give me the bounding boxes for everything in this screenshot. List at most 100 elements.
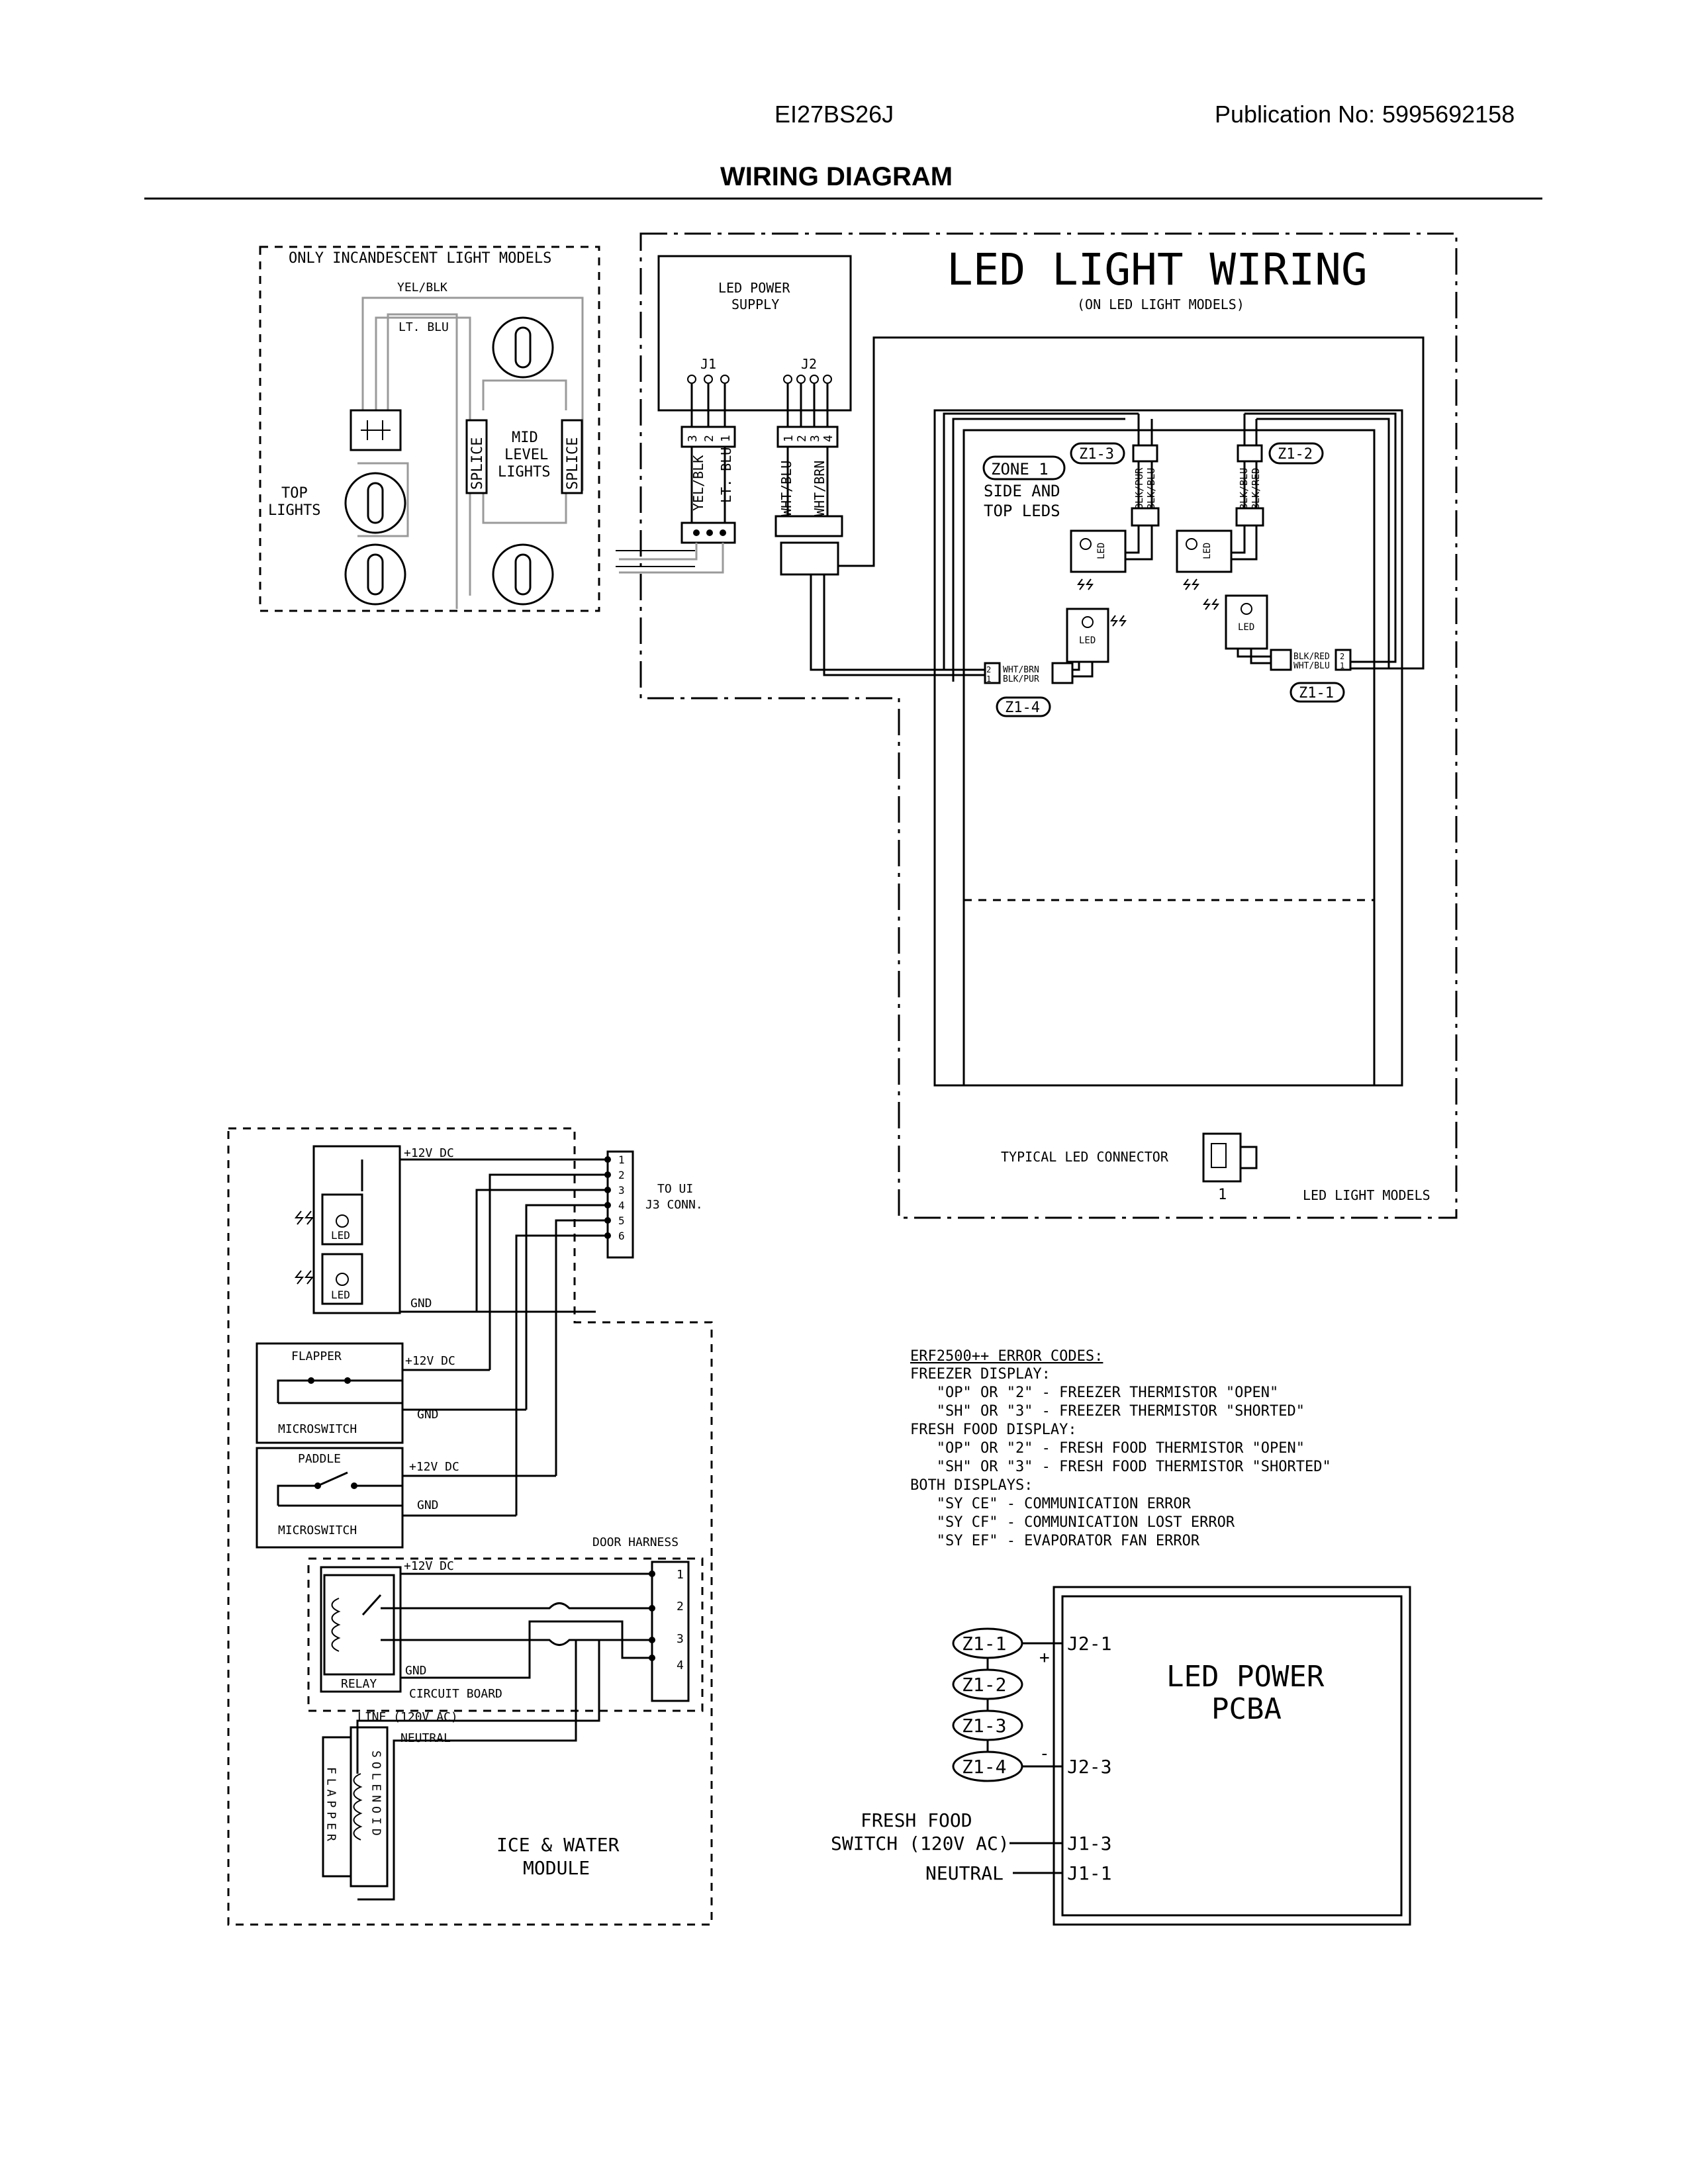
led-wiring-title: LED LIGHT WIRING (947, 244, 1368, 295)
solenoid-vertical-label: SOLENOID (369, 1751, 383, 1840)
mid-level-lights-2: LEVEL (504, 447, 548, 463)
side-top-leds-2: TOP LEDS (984, 502, 1060, 520)
error-code-line-10: "SY EF" - EVAPORATOR FAN ERROR (910, 1533, 1200, 1549)
mid-light-bulb-2 (492, 543, 554, 606)
error-codes-title: ERF2500++ ERROR CODES: (910, 1348, 1103, 1365)
zone-1-label: ZONE 1 (991, 460, 1049, 478)
j2-pins (783, 375, 832, 427)
harness-connector (651, 1561, 690, 1702)
to-ui-label: TO UI (657, 1182, 693, 1196)
j3-conn-label: J3 CONN. (645, 1198, 703, 1212)
error-code-line-1: FREEZER DISPLAY: (910, 1366, 1051, 1383)
z1-1-label: Z1-1 (1299, 685, 1334, 702)
j1-pin-1: 1 (719, 435, 733, 442)
pcba-j1-3: J1-3 (1067, 1833, 1111, 1854)
flapper-vertical-label: FLAPPER (324, 1767, 338, 1845)
page-title: WIRING DIAGRAM (720, 162, 953, 191)
j3-pin-3: 3 (618, 1184, 625, 1197)
door-harness-box (307, 1557, 704, 1712)
wire-label-yel-blk: YEL/BLK (397, 281, 447, 295)
error-code-line-3: "SH" OR "3" - FREEZER THERMISTOR "SHORTE… (910, 1403, 1305, 1420)
z1-3-label: Z1-3 (1079, 446, 1114, 463)
j2-pin-4: 4 (821, 435, 835, 442)
wire-yel-blk: YEL/BLK (690, 455, 706, 511)
j3-pin-4: 4 (618, 1199, 625, 1212)
led-module-z1-4-label: LED (1079, 635, 1096, 646)
j2-lower-connector (774, 515, 843, 537)
flapper-plus12: +12V DC (405, 1354, 455, 1368)
led-module-z1-3 (1070, 529, 1127, 573)
led-module-z1-3-label: LED (1096, 543, 1107, 559)
pcba-j1-1: J1-1 (1067, 1862, 1111, 1884)
harness-pin-3: 3 (677, 1632, 684, 1646)
top-lights-1: TOP (281, 485, 308, 502)
error-code-line-2: "OP" OR "2" - FREEZER THERMISTOR "OPEN" (910, 1385, 1278, 1401)
publication-number: 5995692158 (1382, 101, 1515, 128)
error-code-line-7: BOTH DISPLAYS: (910, 1477, 1033, 1494)
z1-4-label: Z1-4 (1005, 700, 1040, 716)
flapper-microswitch (256, 1342, 404, 1444)
z1-3-connector (1132, 444, 1158, 463)
ice-water-module-2: MODULE (523, 1857, 590, 1879)
zone-1-badge (982, 455, 1066, 480)
error-code-line-6: "SH" OR "3" - FRESH FOOD THERMISTOR "SHO… (910, 1459, 1331, 1475)
door-led-1-label: LED (331, 1229, 350, 1242)
z1-4-wire-blk-pur: BLK/PUR (1003, 674, 1039, 684)
wire-wht-brn: WHT/BRN (812, 461, 827, 516)
j1-pin-3: 3 (686, 435, 700, 442)
typical-led-connector-label: TYPICAL LED CONNECTOR (1001, 1149, 1169, 1165)
z1-4-wire-wht-brn: WHT/BRN (1003, 665, 1039, 675)
door-led-plus12: +12V DC (404, 1146, 454, 1160)
pcba-plus: + (1039, 1648, 1050, 1668)
z1-4-pin-1: 1 (986, 674, 991, 684)
pcba-zone-z1-2-label: Z1-2 (962, 1674, 1006, 1696)
top-light-bulb-1 (344, 472, 406, 534)
mid-level-lights-3: LIGHTS (498, 464, 550, 480)
zone-1-cabinet-inner (962, 429, 1376, 1087)
relay-label: RELAY (341, 1677, 377, 1691)
incandescent-title: ONLY INCANDESCENT LIGHT MODELS (289, 250, 551, 267)
led-module-z1-2-label: LED (1202, 543, 1213, 559)
z1-2-label: Z1-2 (1278, 446, 1313, 463)
z1-4-connector (984, 662, 1001, 684)
side-top-leds-1: SIDE AND (984, 482, 1060, 500)
j1-label: J1 (700, 356, 716, 372)
j1-pin-2: 2 (702, 435, 716, 442)
paddle-gnd: GND (417, 1498, 439, 1512)
model-number: EI27BS26J (774, 101, 894, 128)
wire-wht-blu: WHT/BLU (778, 461, 794, 516)
z1-1-connector (1335, 649, 1352, 671)
z1-4-pin-2: 2 (986, 665, 991, 674)
harness-gnd: GND (405, 1664, 427, 1678)
door-led-2-label: LED (331, 1289, 350, 1301)
door-led-2 (321, 1253, 363, 1305)
splice-right (561, 419, 583, 494)
mid-light-bulb-1 (492, 316, 554, 379)
paddle-microswitch (256, 1447, 404, 1549)
led-module-z1-4 (1066, 608, 1109, 663)
led-power-supply (657, 255, 852, 412)
neutral-label: NEUTRAL (400, 1731, 451, 1745)
top-light-bulb-2 (344, 543, 406, 606)
z1-1-pin-2: 2 (1340, 652, 1344, 661)
harness-pin-dots (649, 1570, 655, 1661)
flapper-solenoid (350, 1726, 389, 1888)
pcba-switch-120: SWITCH (120V AC) (831, 1833, 1009, 1854)
splice-left (465, 419, 488, 494)
j2-connector (776, 426, 839, 448)
z1-1-pin-1: 1 (1340, 661, 1344, 670)
power-supply-label-1: LED POWER (718, 280, 790, 296)
top-lights-2: LIGHTS (268, 502, 320, 519)
power-supply-label-2: SUPPLY (731, 296, 779, 312)
publication-label: Publication No: (1215, 101, 1375, 128)
splice-right-label: SPLICE (565, 437, 581, 490)
ice-water-module-1: ICE & WATER (496, 1834, 620, 1856)
flapper-gnd: GND (417, 1408, 439, 1422)
circuit-board-label: CIRCUIT BOARD (409, 1687, 502, 1701)
wire-label-lt-blu: LT. BLU (399, 320, 449, 334)
pcba-outer (1053, 1586, 1411, 1926)
harness-pin-4: 4 (677, 1659, 684, 1672)
relay (323, 1574, 395, 1676)
incandescent-section: ONLY INCANDESCENT LIGHT MODELS YEL/BLK L… (259, 246, 695, 612)
